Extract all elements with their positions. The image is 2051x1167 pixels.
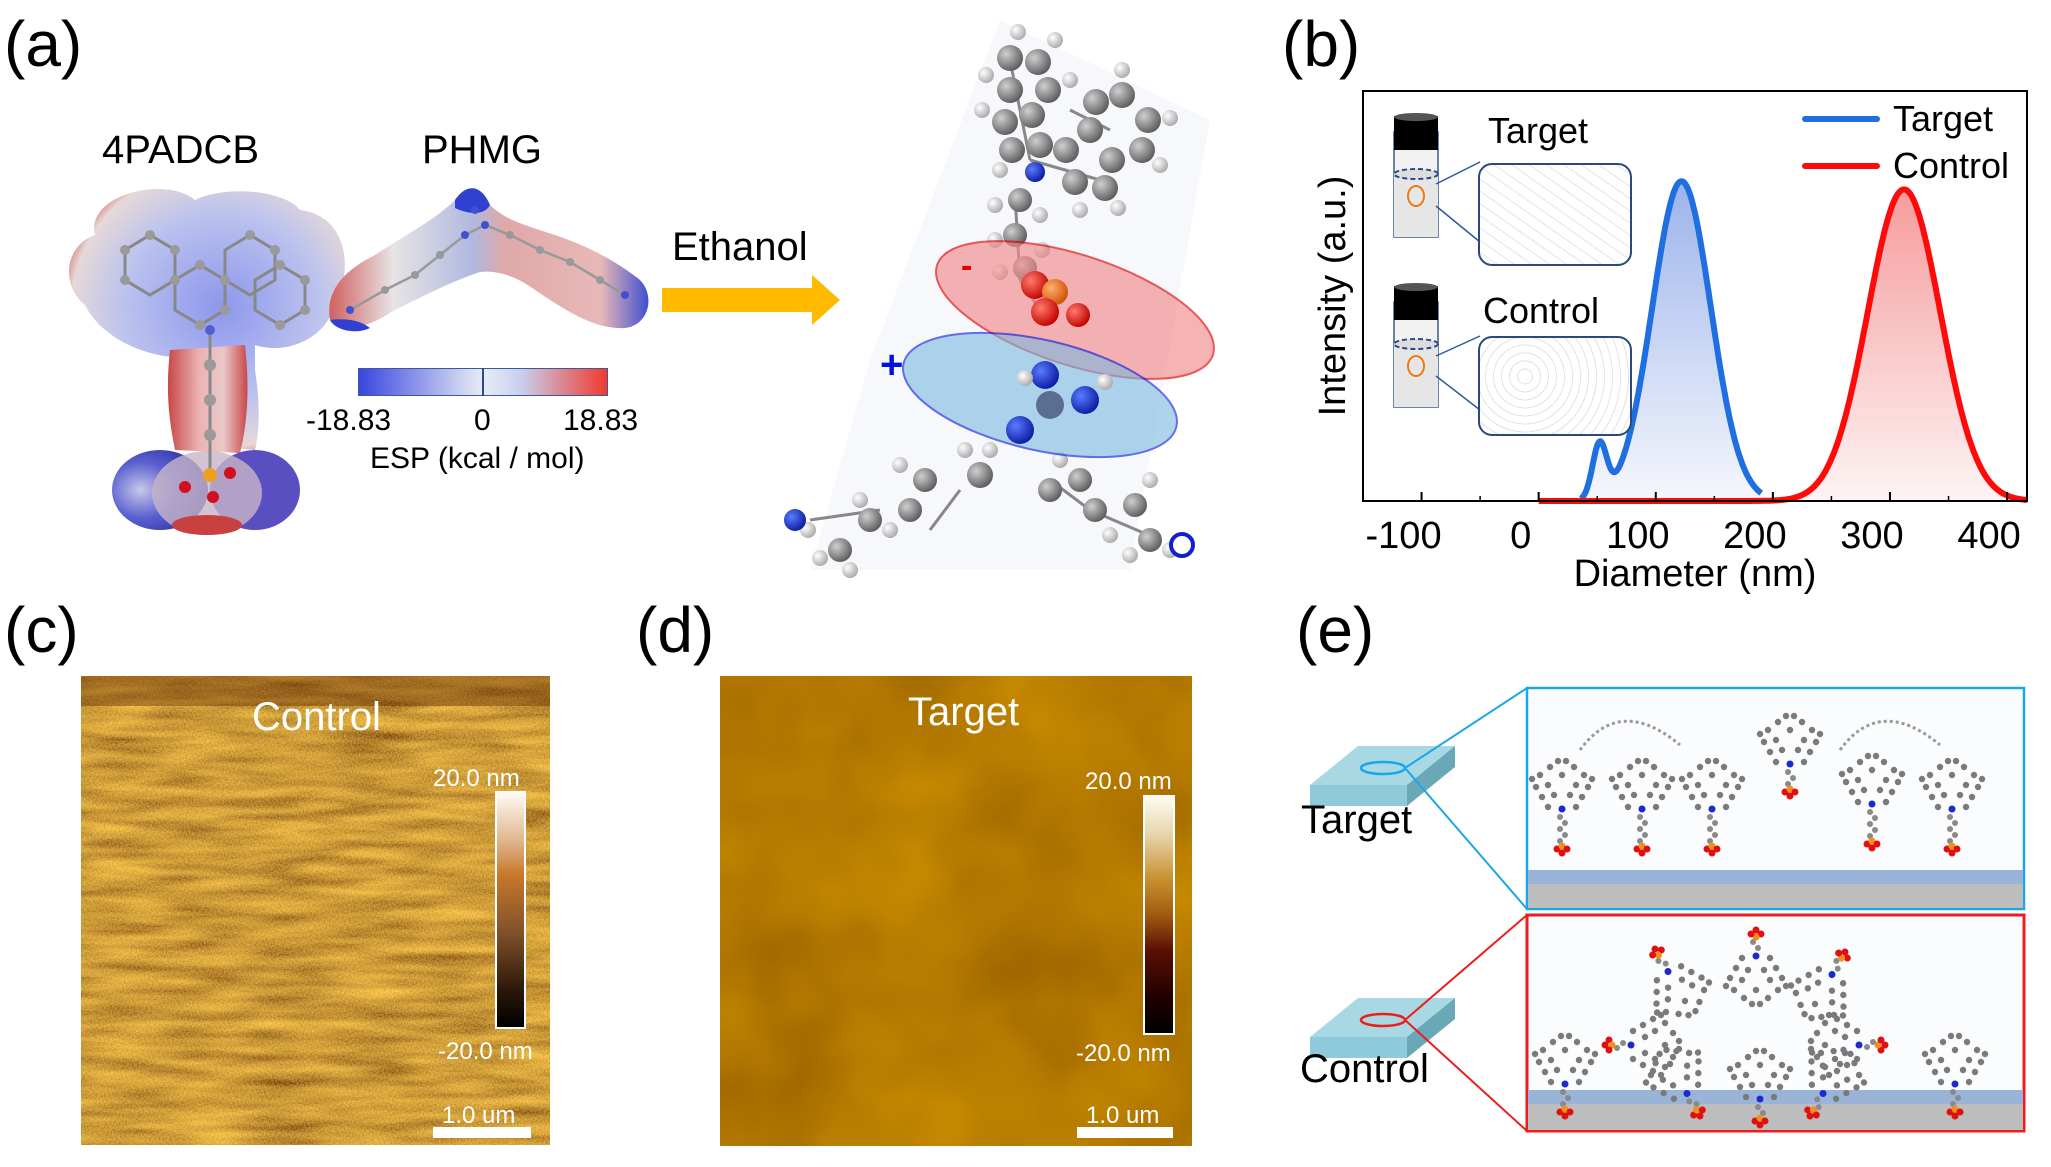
x-tick-label: 300 [1840,515,1903,557]
afm-image-target [720,676,1192,1146]
molecule-icon [1722,926,1790,1008]
molecule-icon [1838,752,1906,852]
panel-e-label: (e) [1296,594,1375,666]
series-fill-control [1538,189,2027,501]
afm-control-scale-min: -20.0 nm [438,1038,533,1065]
esp-axis-title: ESP (kcal / mol) [370,442,585,475]
afm-target-scale-max: 20.0 nm [1085,768,1172,795]
vial-target-icon [1393,113,1439,238]
molecule-icon [1531,1032,1599,1120]
inset-target-molecules [1478,163,1632,266]
x-tick-label: 200 [1723,515,1786,557]
molecule-4padcb-label: 4PADCB [102,128,260,172]
substrate-control-label: Control [1300,1047,1429,1091]
panel-a-label: (a) [4,8,83,80]
negative-charge-sign: - [961,247,972,285]
series-fill-target [1580,181,1762,501]
molecule-icon [1918,757,1986,857]
positive-charge-sign: + [880,343,903,387]
series-line-target [1579,178,1763,501]
molecule-icon [1756,712,1824,800]
y-axis-title: Intensity (a.u.) [1312,176,1354,417]
x-axis-title: Diameter (nm) [1574,553,1817,595]
inset-target-label: Target [1488,110,1589,151]
inset-control-label: Control [1483,290,1600,331]
molecule-icon [1642,1046,1706,1120]
molecule-icon [1608,757,1676,857]
afm-target-scale-min: -20.0 nm [1076,1040,1171,1067]
molecule-icon [1726,1047,1794,1129]
molecule-phmg-label: PHMG [422,128,542,172]
molecule-icon [1787,948,1851,1022]
afm-control-colorbar [495,791,526,1029]
esp-max-label: 18.83 [563,404,639,437]
esp-min-label: -18.83 [306,404,392,437]
x-tick-label: 400 [1957,515,2020,557]
molecule-icon [1678,757,1746,857]
esp-surface-4padcb [68,188,345,535]
afm-control-title: Control [252,695,381,739]
afm-target-title: Target [908,690,1020,734]
legend-label-target: Target [1893,98,1993,139]
molecule-icon [1921,1032,1989,1120]
afm-control-scale-max: 20.0 nm [433,765,520,792]
ethanol-label: Ethanol [672,225,808,269]
substrate-target-label: Target [1301,798,1413,842]
afm-control-scalebar-label: 1.0 um [442,1102,516,1129]
molecule-icon [1804,1046,1868,1120]
afm-target-scalebar-label: 1.0 um [1086,1102,1160,1129]
phmg-chain-icon [1838,719,1941,751]
esp-colorbar-midline [482,368,484,396]
molecule-icon [1528,757,1596,857]
substrate-schematic [1310,686,2026,1133]
afm-target-scalebar [1077,1127,1173,1138]
esp-surface-phmg [329,188,649,332]
plot-frame [1362,90,2028,502]
dls-chart: -100 0 100 200 300 400 Diameter (nm) Intensit… [1312,90,2029,595]
x-tick-label: 0 [1510,515,1531,557]
complex-model: - + [784,20,1215,578]
molecule-icon [1649,945,1713,1019]
vial-control-icon [1393,283,1439,408]
afm-image-control [81,676,550,1145]
afm-target-colorbar [1143,795,1175,1035]
ethanol-arrow-icon [662,275,840,325]
substrate-target-icon [1310,746,1455,806]
legend-label-control: Control [1893,145,2009,186]
panel-d-label: (d) [636,594,715,666]
phmg-chain-icon [1578,719,1681,751]
panel-b-label: (b) [1282,8,1361,80]
x-tick-label: 100 [1606,515,1669,557]
x-tick-label: -100 [1366,515,1442,557]
inset-control-molecules [1478,336,1632,436]
esp-mid-label: 0 [474,404,491,437]
panel-c-label: (c) [4,594,79,666]
inset-zoom-lines [1435,161,1481,411]
afm-control-scalebar [433,1127,531,1138]
